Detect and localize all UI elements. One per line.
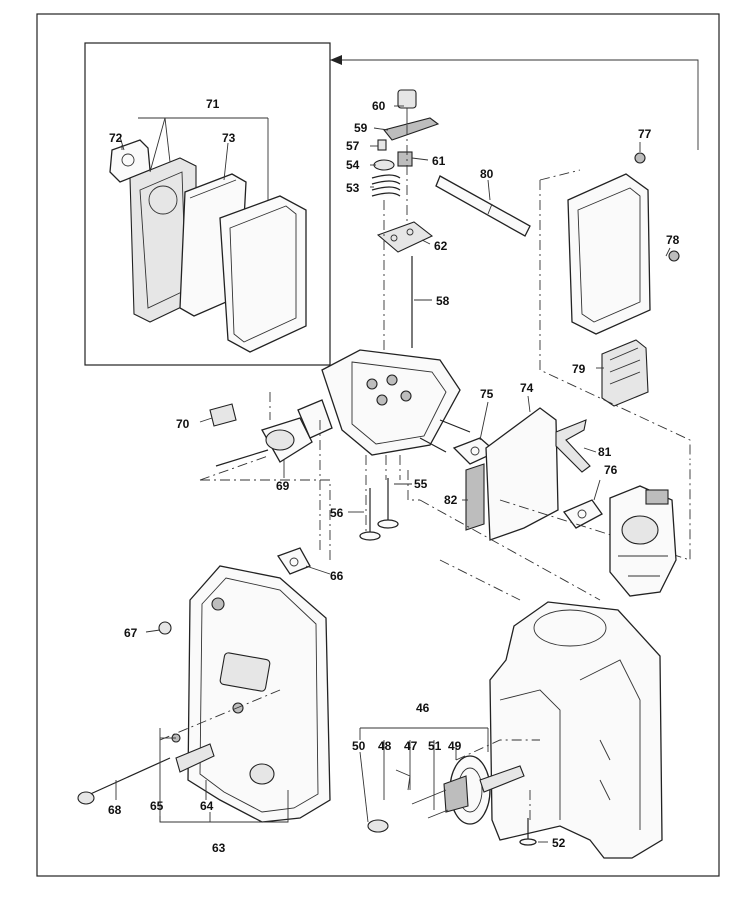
part-label-55: 55 [414, 477, 428, 491]
leader-lines [115, 105, 671, 843]
part-label-82: 82 [444, 493, 458, 507]
part-label-46: 46 [416, 701, 430, 715]
camshaft-group [359, 727, 540, 833]
part-label-52: 52 [552, 836, 566, 850]
part-label-78: 78 [666, 233, 680, 247]
part-label-79: 79 [572, 362, 586, 376]
part-label-50: 50 [352, 739, 366, 753]
part-label-68: 68 [108, 803, 122, 817]
part-label-65: 65 [150, 799, 164, 813]
part-label-76: 76 [604, 463, 618, 477]
outer-frame [36, 13, 720, 877]
exhaust-group [199, 392, 333, 560]
part-label-73: 73 [222, 131, 236, 145]
part-label-48: 48 [378, 739, 392, 753]
part-label-57: 57 [346, 139, 360, 153]
part-label-70: 70 [176, 417, 190, 431]
air-cleaner-group [109, 117, 307, 353]
part-label-59: 59 [354, 121, 368, 135]
rocker-cover-group [77, 565, 331, 823]
part-label-74: 74 [520, 381, 534, 395]
part-labels: 71 72 73 60 59 57 54 61 53 80 62 58 77 7… [108, 97, 680, 855]
part-label-67: 67 [124, 626, 138, 640]
part-label-61: 61 [432, 154, 446, 168]
intake-group [407, 407, 691, 561]
part-label-49: 49 [448, 739, 462, 753]
right-air-cleaner-group [539, 152, 691, 460]
part-label-54: 54 [346, 158, 360, 172]
part-label-62: 62 [434, 239, 448, 253]
rocker-group [371, 89, 531, 350]
crankcase-group [419, 499, 663, 859]
valves-group [359, 478, 399, 541]
part-label-81: 81 [598, 445, 612, 459]
part-label-60: 60 [372, 99, 386, 113]
inset-arrow-line [330, 59, 699, 150]
part-label-75: 75 [480, 387, 494, 401]
carburetor-group [609, 485, 677, 597]
part-label-47: 47 [404, 739, 418, 753]
part-label-80: 80 [480, 167, 494, 181]
part-label-63: 63 [212, 841, 226, 855]
part-label-51: 51 [428, 739, 442, 753]
part-label-56: 56 [330, 506, 344, 520]
part-label-66: 66 [330, 569, 344, 583]
part-label-77: 77 [638, 127, 652, 141]
part-label-69: 69 [276, 479, 290, 493]
cylinder-head-group [321, 349, 471, 540]
part-label-71: 71 [206, 97, 220, 111]
inset-detail-box [84, 42, 331, 366]
part-label-72: 72 [109, 131, 123, 145]
bolt-52 [519, 818, 537, 846]
part-label-64: 64 [200, 799, 214, 813]
inset-arrow-head [330, 55, 342, 65]
part-label-58: 58 [436, 294, 450, 308]
gasket-66 [277, 547, 311, 575]
part-label-53: 53 [346, 181, 360, 195]
